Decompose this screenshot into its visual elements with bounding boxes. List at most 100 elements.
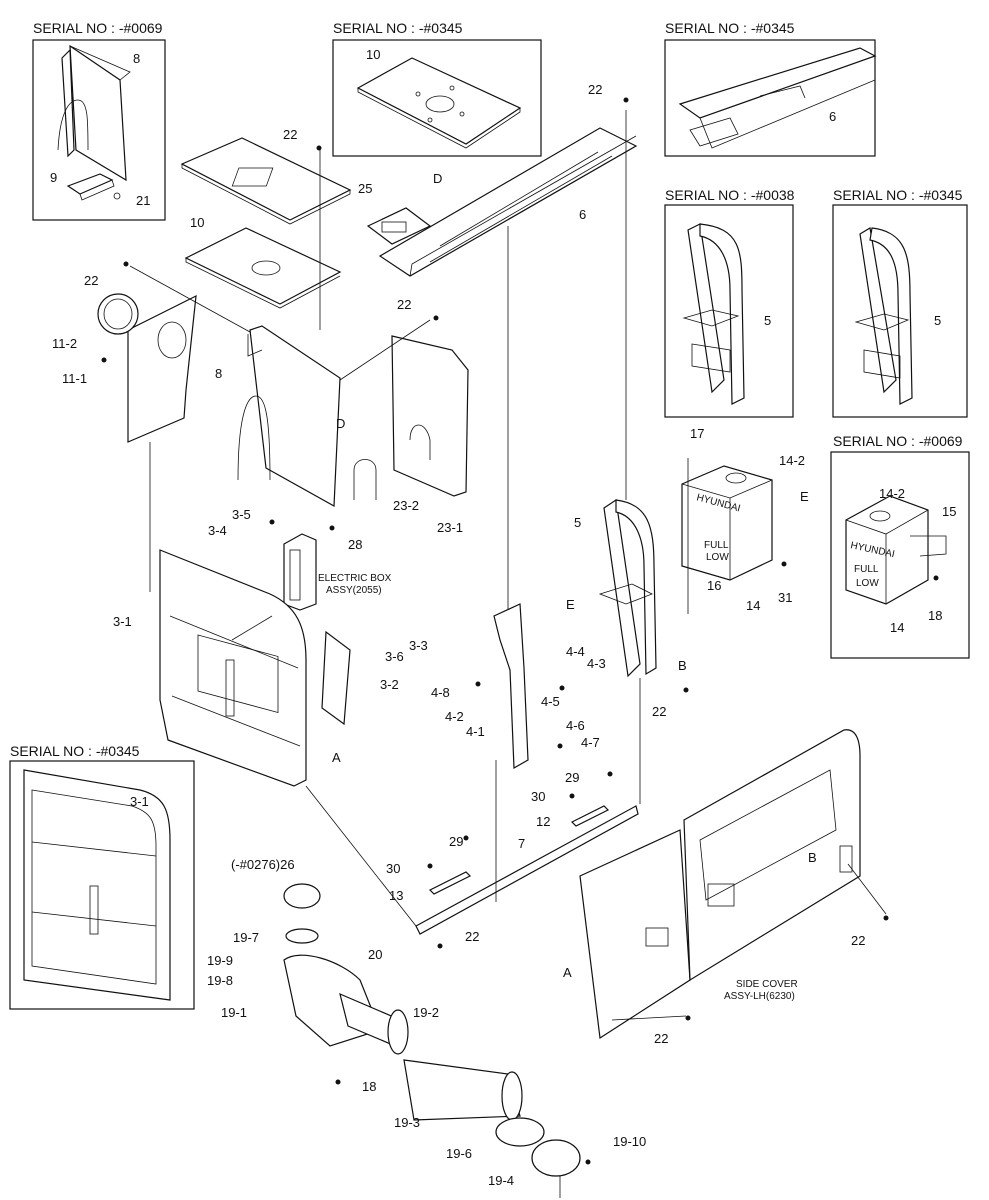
callout: 4-4 — [566, 644, 585, 659]
callout: 22 — [397, 297, 411, 312]
side-cover-label: SIDE COVER — [736, 979, 798, 990]
callout: 19-2 — [413, 1005, 439, 1020]
callout: A — [563, 965, 572, 980]
callout: 25 — [358, 181, 372, 196]
cover-part-11-1 — [127, 294, 197, 443]
top-frame-part-6 — [366, 127, 638, 277]
callout: 16 — [707, 578, 721, 593]
side-cover-assy — [579, 729, 861, 1040]
callout: 8 — [215, 366, 222, 381]
callout: 17 — [690, 426, 704, 441]
bolt-icons — [101, 97, 939, 1165]
serial-header: SERIAL NO : -#0069 — [833, 433, 963, 449]
callout: 14-2 — [779, 453, 805, 468]
callout: D — [336, 416, 345, 431]
callout: 5 — [574, 515, 581, 530]
serial-header: SERIAL NO : -#0345 — [333, 20, 463, 36]
callout: 4-5 — [541, 694, 560, 709]
callout: 22 — [283, 127, 297, 142]
callout: 13 — [389, 888, 403, 903]
callout: 18 — [362, 1079, 376, 1094]
callout: 22 — [84, 273, 98, 288]
callout: 3-1 — [113, 614, 132, 629]
side-cover-label: ASSY-LH(6230) — [724, 991, 795, 1002]
svg-text:FULL: FULL — [704, 540, 729, 551]
reservoir-tank-part-14: HYUNDAI FULL LOW — [681, 458, 773, 614]
callout: 22 — [588, 82, 602, 97]
callout: 22 — [465, 929, 479, 944]
callout: 19-10 — [613, 1134, 646, 1149]
callout: 5 — [934, 313, 941, 328]
callout: 21 — [136, 193, 150, 208]
assembly-leader-lines — [129, 110, 887, 1021]
serial-box-0345-mid-right: SERIAL NO : -#0345 — [832, 187, 968, 418]
callout: E — [566, 597, 575, 612]
callout: 19-4 — [488, 1173, 514, 1188]
part-callouts: 8 9 21 10 22 6 22 25 D 6 10 5 5 22 11-2 … — [50, 47, 956, 1188]
callout: 3-2 — [380, 677, 399, 692]
air-cleaner-assy — [283, 883, 581, 1198]
callout: 11-2 — [52, 336, 77, 351]
callout: 19-3 — [394, 1115, 420, 1130]
callout: 8 — [133, 51, 140, 66]
post-part-5-main — [598, 498, 657, 678]
callout: 6 — [579, 207, 586, 222]
callout: 3-6 — [385, 649, 404, 664]
callout: 4-3 — [587, 656, 606, 671]
callout: 10 — [366, 47, 380, 62]
serial-header: SERIAL NO : -#0345 — [10, 743, 140, 759]
callout: 19-8 — [207, 973, 233, 988]
callout: 15 — [942, 504, 956, 519]
callout: 5 — [764, 313, 771, 328]
serial-box-0345-bottom-left: SERIAL NO : -#0345 — [9, 743, 195, 1010]
callout: 18 — [928, 608, 942, 623]
callout: B — [808, 850, 817, 865]
callout: 22 — [851, 933, 865, 948]
callout: 29 — [449, 834, 463, 849]
callout: 12 — [536, 814, 550, 829]
callout: 23-2 — [393, 498, 419, 513]
serial-header: SERIAL NO : -#0345 — [665, 20, 795, 36]
callout: 31 — [778, 590, 792, 605]
assembly-labels: ELECTRIC BOX ASSY(2055) SIDE COVER ASSY-… — [318, 573, 798, 1002]
callout: 28 — [348, 537, 362, 552]
svg-text:LOW: LOW — [856, 578, 879, 589]
u-bracket-part-23-2 — [353, 459, 377, 500]
bracket-part-13 — [428, 871, 472, 895]
callout: (-#0276)26 — [231, 857, 295, 872]
ring-part-11-2 — [97, 293, 139, 335]
small-cover-part-3-2 — [321, 630, 351, 726]
callout: 29 — [565, 770, 579, 785]
serial-header: SERIAL NO : -#0069 — [33, 20, 163, 36]
callout: 3-1 — [130, 794, 149, 809]
main-panel-part-3-1 — [159, 549, 307, 787]
base-plate-part-10 — [184, 227, 342, 309]
callout: 7 — [518, 836, 525, 851]
callout: 22 — [654, 1031, 668, 1046]
callout: B — [678, 658, 687, 673]
callout: 11-1 — [62, 371, 87, 386]
callout: 4-6 — [566, 718, 585, 733]
rail-part-7 — [415, 805, 639, 935]
callout: 3-4 — [208, 523, 227, 538]
callout: 10 — [190, 215, 204, 230]
callout: 23-1 — [437, 520, 463, 535]
perforated-plate-part-25 — [180, 137, 352, 225]
callout: 9 — [50, 170, 57, 185]
callout: 14-2 — [879, 486, 905, 501]
callout: 4-2 — [445, 709, 464, 724]
serial-box-0069-top-left: SERIAL NO : -#0069 — [32, 20, 166, 221]
bracket-plate-part-8 — [237, 325, 341, 507]
callout: 3-5 — [232, 507, 251, 522]
electric-box-label: ASSY(2055) — [326, 585, 382, 596]
serial-box-0069-tank: SERIAL NO : -#0069 HYUNDAI FULL LOW — [830, 433, 970, 659]
callout: 30 — [386, 861, 400, 876]
callout: 4-8 — [431, 685, 450, 700]
electric-box-label: ELECTRIC BOX — [318, 573, 392, 584]
bracket-part-4-1 — [493, 603, 529, 770]
electric-box-assy — [283, 533, 317, 611]
callout: 30 — [531, 789, 545, 804]
panel-part-23-1 — [391, 335, 469, 497]
callout: 6 — [829, 109, 836, 124]
callout: 19-1 — [221, 1005, 247, 1020]
